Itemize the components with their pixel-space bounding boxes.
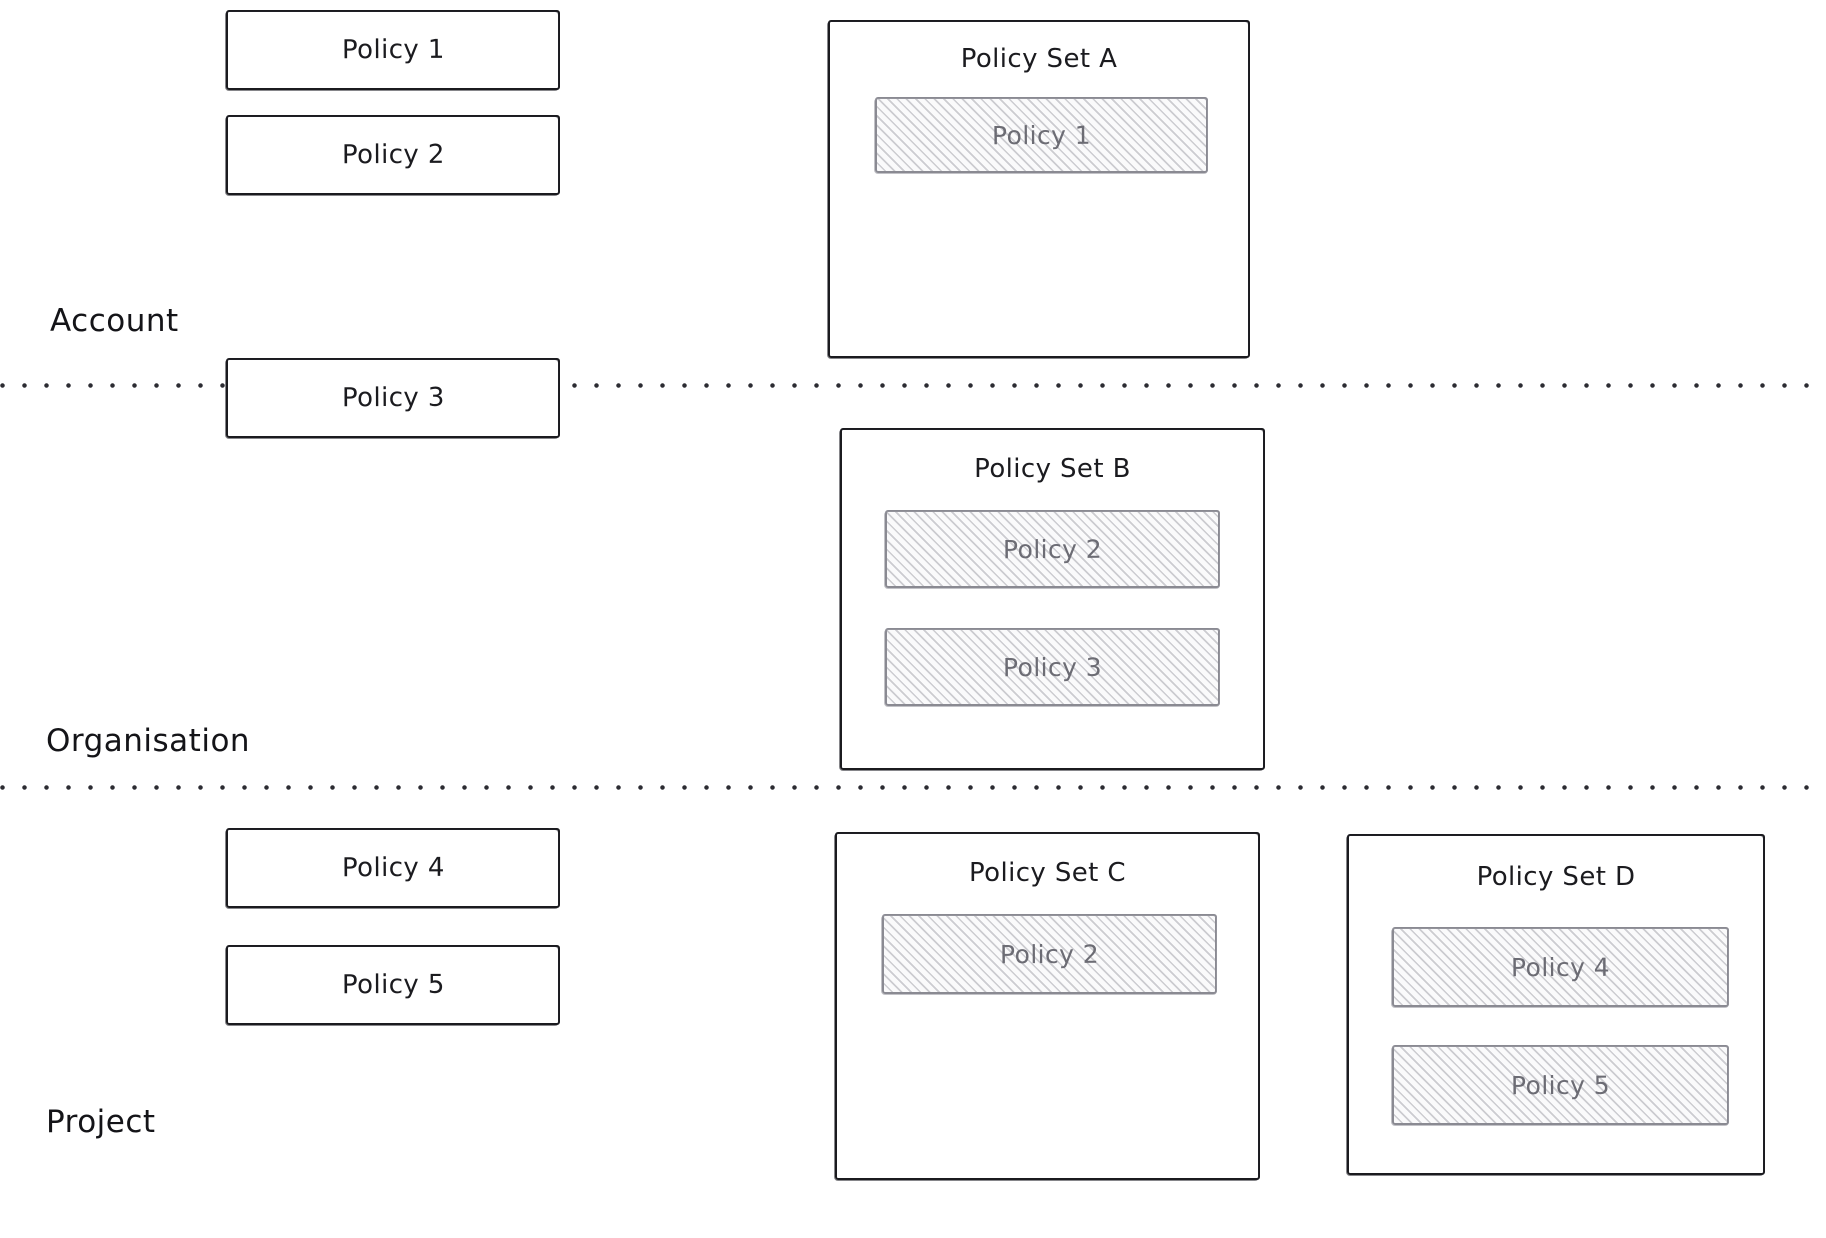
tier-separator-organisation-project: [0, 785, 1826, 790]
policy-box-policy-5[interactable]: Policy 5: [225, 945, 560, 1026]
tier-separator-account-organisation: [0, 383, 1826, 388]
policy-set-title: Policy Set A: [960, 44, 1118, 74]
policy-set-member-label: Policy 1: [991, 120, 1092, 150]
tier-label-organisation: Organisation: [46, 723, 251, 759]
tier-label-project: Project: [46, 1104, 156, 1140]
policy-set-member-policy-3[interactable]: Policy 3: [884, 628, 1220, 707]
policy-set-member-label: Policy 2: [1002, 534, 1103, 564]
policy-box-label: Policy 5: [341, 969, 445, 1001]
policy-set-title: Policy Set C: [969, 858, 1126, 888]
policy-set-title: Policy Set D: [1476, 862, 1636, 892]
policy-set-member-label: Policy 4: [1510, 952, 1611, 982]
policy-box-policy-4[interactable]: Policy 4: [225, 828, 560, 909]
policy-set-member-policy-2[interactable]: Policy 2: [884, 510, 1220, 589]
policy-box-label: Policy 4: [341, 852, 445, 884]
policy-box-policy-2[interactable]: Policy 2: [225, 115, 560, 196]
policy-set-d[interactable]: Policy Set D Policy 4 Policy 5: [1346, 834, 1765, 1176]
policy-set-member-label: Policy 5: [1510, 1070, 1611, 1100]
policy-set-member-policy-4[interactable]: Policy 4: [1391, 927, 1729, 1008]
policy-set-member-policy-5[interactable]: Policy 5: [1391, 1045, 1729, 1126]
policy-box-label: Policy 1: [341, 34, 445, 66]
policy-box-label: Policy 3: [341, 382, 445, 414]
policy-set-c[interactable]: Policy Set C Policy 2: [834, 832, 1260, 1181]
policy-set-member-label: Policy 3: [1002, 652, 1103, 682]
tier-label-account: Account: [50, 303, 179, 339]
policy-box-label: Policy 2: [341, 139, 445, 171]
policy-set-title: Policy Set B: [974, 454, 1131, 484]
policy-box-policy-3[interactable]: Policy 3: [225, 358, 560, 439]
policy-set-member-policy-1[interactable]: Policy 1: [874, 97, 1208, 174]
policy-set-member-policy-2[interactable]: Policy 2: [881, 914, 1217, 995]
policy-set-a[interactable]: Policy Set A Policy 1: [827, 20, 1250, 359]
policy-box-policy-1[interactable]: Policy 1: [225, 10, 560, 91]
policy-set-member-label: Policy 2: [999, 939, 1100, 969]
policy-set-b[interactable]: Policy Set B Policy 2 Policy 3: [839, 428, 1265, 771]
